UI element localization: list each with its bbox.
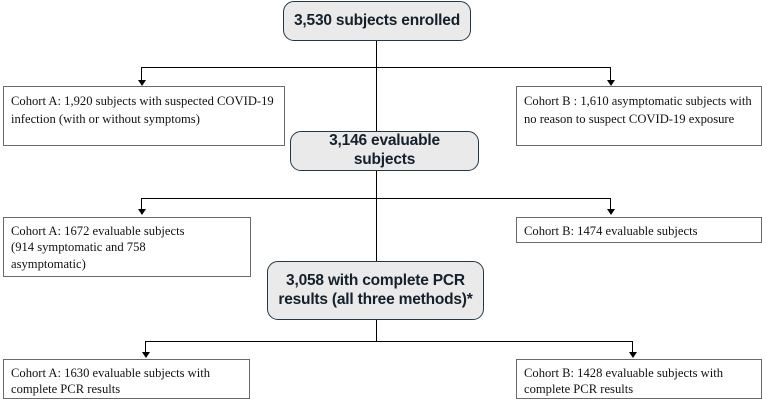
node-enrolled-label: 3,530 subjects enrolled: [294, 11, 460, 29]
node-complete-pcr[interactable]: 3,058 with complete PCR results (all thr…: [267, 261, 484, 320]
node-cohort-a-evaluable-line2: (914 symptomatic and 758: [11, 240, 146, 255]
arrow-to-cohort-a-pcr: [141, 352, 150, 358]
node-cohort-a-evaluable-line1: Cohort A: 1672 evaluable subjects: [11, 224, 185, 238]
connector-trunk-evaluable-to-pcr: [375, 198, 377, 261]
arrow-to-cohort-b-asymptomatic: [606, 80, 615, 86]
connector-drop-left-level3: [141, 198, 143, 211]
connector-trunk-enrolled: [375, 41, 377, 68]
arrow-to-cohort-a-evaluable: [137, 209, 146, 215]
connector-drop-right-level3: [610, 198, 612, 211]
node-cohort-b-evaluable[interactable]: Cohort B: 1474 evaluable subjects: [516, 217, 762, 243]
connector-drop-left-level1: [141, 67, 143, 82]
node-cohort-b-asymptomatic-label: Cohort B : 1,610 asymptomatic subjects w…: [524, 94, 752, 126]
node-cohort-b-asymptomatic[interactable]: Cohort B : 1,610 asymptomatic subjects w…: [516, 86, 762, 146]
connector-drop-right-level5: [632, 341, 634, 354]
node-cohort-b-evaluable-label: Cohort B: 1474 evaluable subjects: [524, 224, 698, 238]
connector-bar-level5: [145, 341, 633, 343]
arrow-to-cohort-b-evaluable: [606, 209, 615, 215]
connector-trunk-enrolled-to-evaluable: [375, 67, 377, 131]
node-cohort-a-evaluable-line3: asymptomatic): [11, 256, 86, 271]
node-cohort-a-suspected[interactable]: Cohort A: 1,920 subjects with suspected …: [3, 86, 285, 146]
connector-trunk-pcr: [375, 320, 377, 342]
connector-drop-left-level5: [145, 341, 147, 354]
node-cohort-b-pcr[interactable]: Cohort B: 1428 evaluable subjects with c…: [516, 359, 762, 399]
node-complete-pcr-label: 3,058 with complete PCR results (all thr…: [272, 272, 478, 310]
node-cohort-a-pcr[interactable]: Cohort A: 1630 evaluable subjects with c…: [3, 359, 250, 399]
node-cohort-a-evaluable[interactable]: Cohort A: 1672 evaluable subjects (914 s…: [3, 217, 251, 277]
node-complete-pcr-line1: 3,058 with complete PCR: [286, 271, 465, 289]
node-complete-pcr-line2: results (all three methods)*: [278, 290, 473, 308]
node-enrolled[interactable]: 3,530 subjects enrolled: [283, 1, 471, 41]
node-cohort-a-suspected-label: Cohort A: 1,920 subjects with suspected …: [11, 94, 274, 126]
node-cohort-b-pcr-line1: Cohort B: 1428 evaluable subjects with: [524, 366, 724, 380]
connector-trunk-evaluable: [375, 171, 377, 199]
node-cohort-a-pcr-line2: complete PCR results: [11, 382, 121, 397]
node-cohort-a-pcr-line1: Cohort A: 1630 evaluable subjects with: [11, 366, 211, 380]
node-cohort-b-pcr-line2: complete PCR results: [524, 382, 634, 397]
connector-drop-right-level1: [610, 67, 612, 82]
node-evaluable[interactable]: 3,146 evaluable subjects: [290, 131, 479, 171]
arrow-to-cohort-a-suspected: [137, 80, 146, 86]
arrow-to-cohort-b-pcr: [628, 352, 637, 358]
node-evaluable-label: 3,146 evaluable subjects: [329, 132, 440, 168]
